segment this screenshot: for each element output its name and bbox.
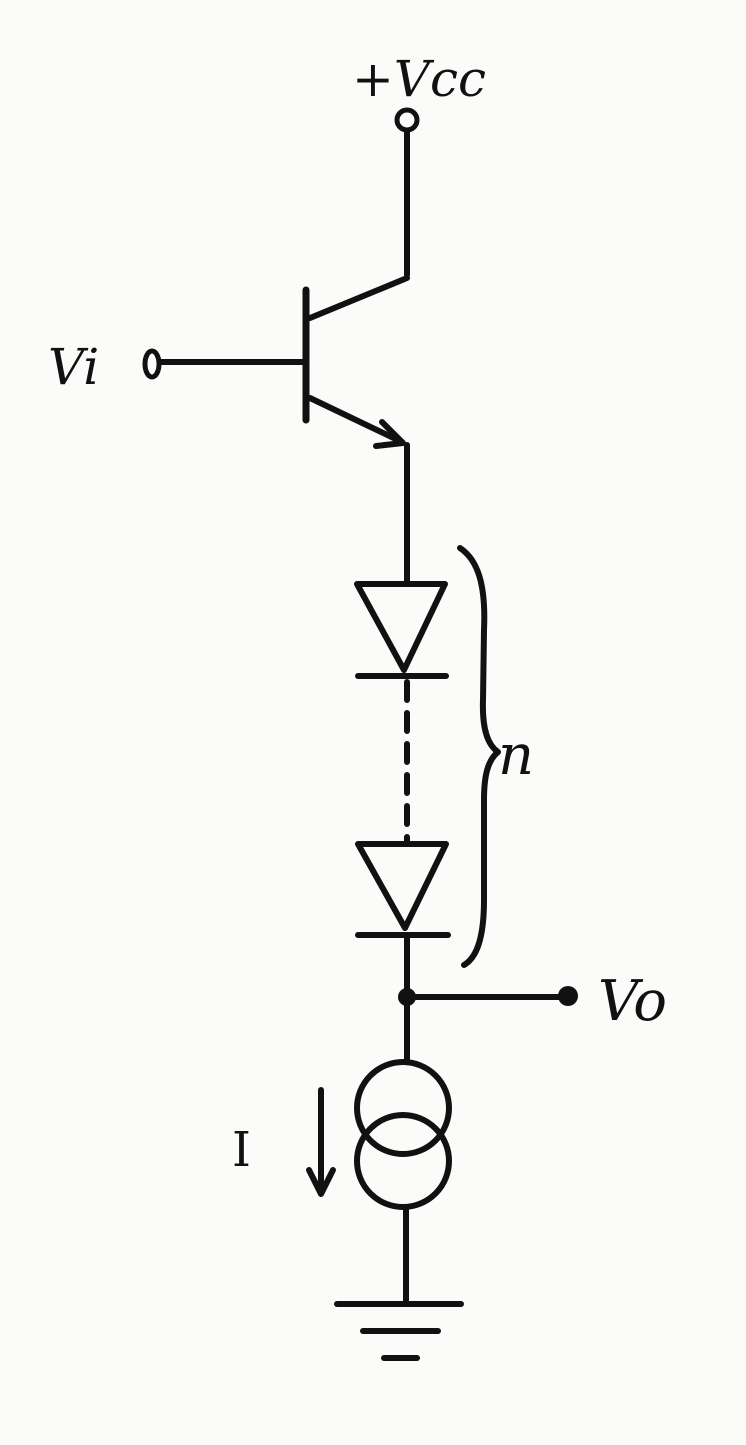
emitter-arrow-icon (373, 419, 406, 449)
ground-icon (334, 1301, 464, 1361)
npn-transistor (302, 275, 410, 449)
vcc-terminal (394, 107, 420, 133)
diode-2 (355, 841, 451, 938)
vcc-label: +Vcc (352, 50, 486, 108)
vo-label: Vo (598, 969, 667, 1034)
vi-terminal (142, 348, 162, 380)
transistor-collector-lead (307, 275, 410, 321)
diode-1-triangle (354, 581, 448, 673)
current-source-circle-bottom (354, 1112, 452, 1210)
diode-group-brace (457, 545, 501, 968)
diode-count-label: n (498, 723, 534, 788)
current-arrow-icon (306, 1087, 336, 1197)
vi-label: Vi (48, 338, 99, 396)
current-label: I (232, 1122, 251, 1178)
vo-terminal (558, 986, 578, 1006)
current-source (354, 1059, 452, 1210)
diode-2-triangle (355, 841, 449, 931)
current-source-circle-top (354, 1059, 452, 1157)
diode-1 (354, 581, 449, 679)
transistor-emitter-lead (307, 395, 405, 445)
